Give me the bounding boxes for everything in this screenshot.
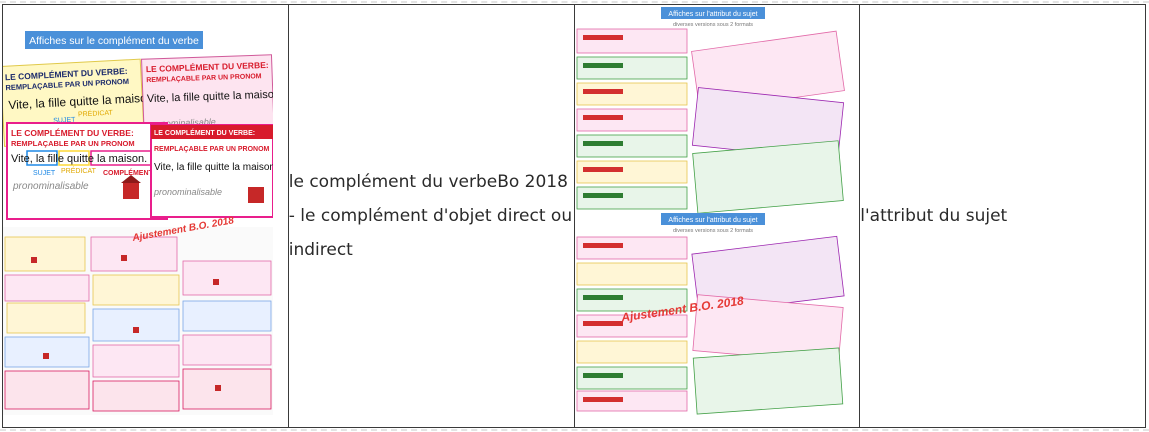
- svg-text:LE COMPLÉMENT DU VERBE:: LE COMPLÉMENT DU VERBE:: [146, 60, 269, 74]
- poster-front: LE COMPLÉMENT DU VERBE: REMPLAÇABLE PAR …: [6, 122, 191, 220]
- cell-text-attribut: l'attribut du sujet: [859, 4, 1146, 428]
- attribut-poster-collage: Affiches sur l'attribut du sujet diverse…: [576, 7, 845, 415]
- svg-text:Vite, la fille quitte la maiso: Vite, la fille quitte la maison.: [11, 153, 147, 165]
- svg-text:SUJET: SUJET: [53, 117, 76, 125]
- banner-title-top: Affiches sur l'attribut du sujet: [668, 11, 757, 18]
- top-dashed-divider: [0, 1, 1149, 3]
- banner-title: Affiches sur le complément du verbe: [29, 35, 199, 47]
- banner-background-top: [660, 7, 765, 19]
- resource-table: Affiches sur le complément du verbe LE C…: [2, 4, 1146, 428]
- complement-poster-thumbnail[interactable]: Affiches sur le complément du verbe LE C…: [3, 5, 288, 427]
- poster-right-front: LE COMPLÉMENT DU VERBE: REMPLAÇABLE PAR …: [150, 124, 273, 218]
- table-row: Affiches sur le complément du verbe LE C…: [2, 4, 1146, 428]
- banner-background-bottom: [660, 213, 765, 225]
- mini-posters-collage: Ajustement B.O. 2018: [3, 215, 273, 415]
- svg-text:Vite, la fille quitte la maiso: Vite, la fille quitte la maison.: [154, 162, 273, 173]
- attribut-poster-thumbnail[interactable]: Affiches sur l'attribut du sujet diverse…: [575, 5, 860, 427]
- banner-subtitle-bottom: diverses versions sous 2 formats: [672, 228, 752, 234]
- attribut-description: l'attribut du sujet: [860, 206, 1008, 226]
- svg-text:LE COMPLÉMENT DU VERBE:: LE COMPLÉMENT DU VERBE:: [154, 128, 255, 137]
- svg-text:pronominalisable: pronominalisable: [12, 181, 89, 192]
- complement-poster-collage: Affiches sur le complément du verbe LE C…: [3, 31, 273, 415]
- svg-text:SUJET: SUJET: [33, 170, 56, 177]
- svg-text:PRÉDICAT: PRÉDICAT: [78, 108, 114, 119]
- svg-text:REMPLAÇABLE PAR UN PRONOM: REMPLAÇABLE PAR UN PRONOM: [154, 146, 270, 153]
- banner-subtitle-top: diverses versions sous 2 formats: [672, 22, 752, 28]
- banner-title-bottom: Affiches sur l'attribut du sujet: [668, 217, 757, 224]
- svg-text:COMPLÉMENT DU VERBE: COMPLÉMENT DU VERBE: [103, 168, 191, 177]
- svg-text:Vite, la fille quitte la maiso: Vite, la fille quitte la maison.: [147, 88, 273, 105]
- svg-text:REMPLAÇABLE PAR UN PRONOM: REMPLAÇABLE PAR UN PRONOM: [11, 139, 135, 148]
- complement-description: le complément du verbeBo 2018 - le compl…: [288, 172, 573, 260]
- svg-text:pronominalisable: pronominalisable: [153, 187, 222, 197]
- svg-text:REMPLAÇABLE PAR UN PRONOM: REMPLAÇABLE PAR UN PRONOM: [146, 73, 262, 84]
- cell-text-complement: le complément du verbeBo 2018 - le compl…: [287, 4, 575, 428]
- cell-image-attribut: Affiches sur l'attribut du sujet diverse…: [573, 4, 861, 428]
- svg-text:PRÉDICAT: PRÉDICAT: [61, 166, 97, 175]
- attribut-collage-bottom: [576, 235, 845, 415]
- svg-text:LE COMPLÉMENT DU VERBE:: LE COMPLÉMENT DU VERBE:: [11, 128, 134, 138]
- cell-image-complement: Affiches sur le complément du verbe LE C…: [2, 4, 289, 428]
- attribut-collage-top: [576, 28, 845, 214]
- banner-background: [25, 31, 203, 49]
- bottom-dashed-divider: [0, 429, 1149, 431]
